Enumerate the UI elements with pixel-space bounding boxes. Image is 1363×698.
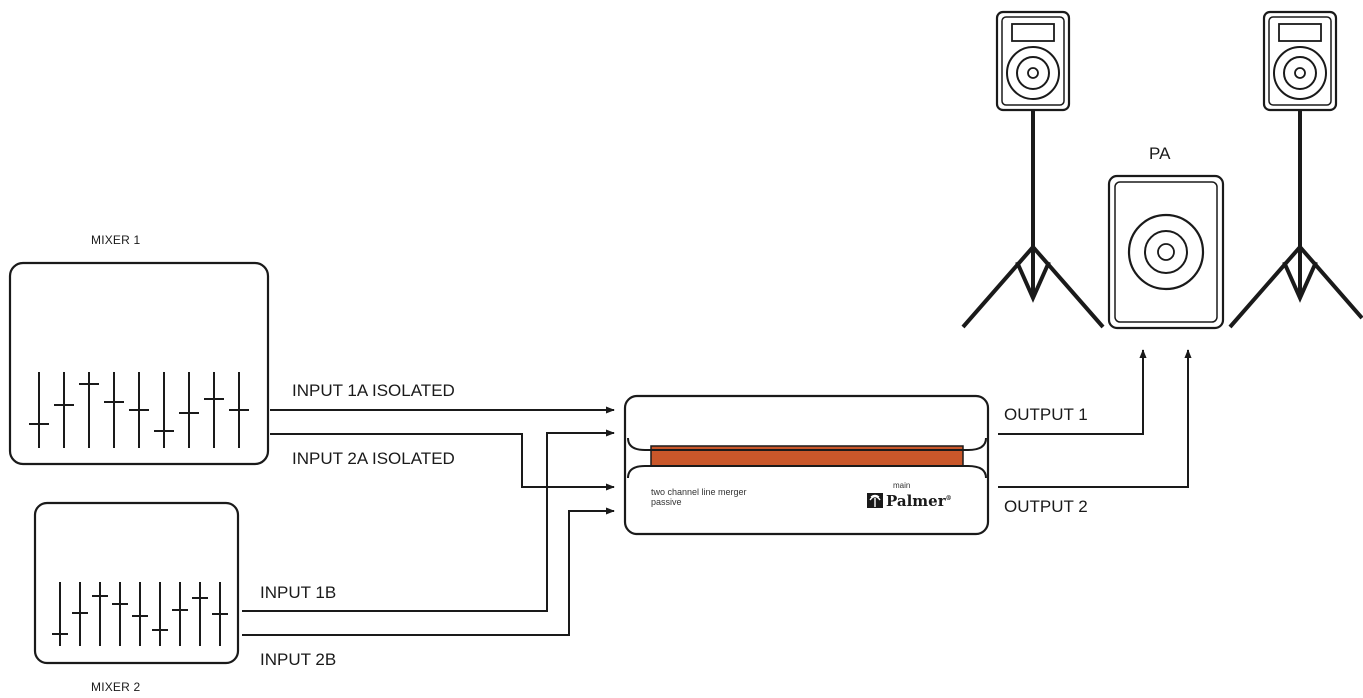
input-1a-label: INPUT 1A ISOLATED [292,381,455,400]
right-speaker [1262,10,1338,112]
palmer-logo-icon [867,493,883,508]
mixer-1-faders [29,372,249,448]
input-2b-label: INPUT 2B [260,650,337,669]
input-1b-label: INPUT 1B [260,583,337,602]
right-speaker-stand [1228,110,1363,329]
input-1b-line [242,429,615,612]
left-speaker [995,10,1071,112]
merger-brand: Palmer® [886,492,952,510]
mixer-1 [8,261,270,466]
output-2-line [998,349,1192,488]
merger-brand-name: Palmer [886,492,946,510]
mixer-2 [33,501,240,665]
merger-small-label: main [893,481,911,490]
mixer-1-label: MIXER 1 [91,233,141,247]
pa-label: PA [1149,144,1171,163]
mixer-2-label: MIXER 2 [91,680,141,694]
merger-description-line-1: two channel line merger [651,487,747,497]
merger-description-line-2: passive [651,497,682,507]
pa-speaker [1107,174,1225,330]
input-2a-label: INPUT 2A ISOLATED [292,449,455,468]
left-speaker-stand [961,110,1105,329]
output-2-label: OUTPUT 2 [1004,497,1088,516]
output-1-line [998,349,1147,435]
output-1-label: OUTPUT 1 [1004,405,1088,424]
signal-lines [242,349,1192,636]
input-2a-line [270,433,615,491]
line-merger-device [623,394,990,536]
input-2b-line [242,507,615,636]
mixer-2-faders [52,582,228,646]
